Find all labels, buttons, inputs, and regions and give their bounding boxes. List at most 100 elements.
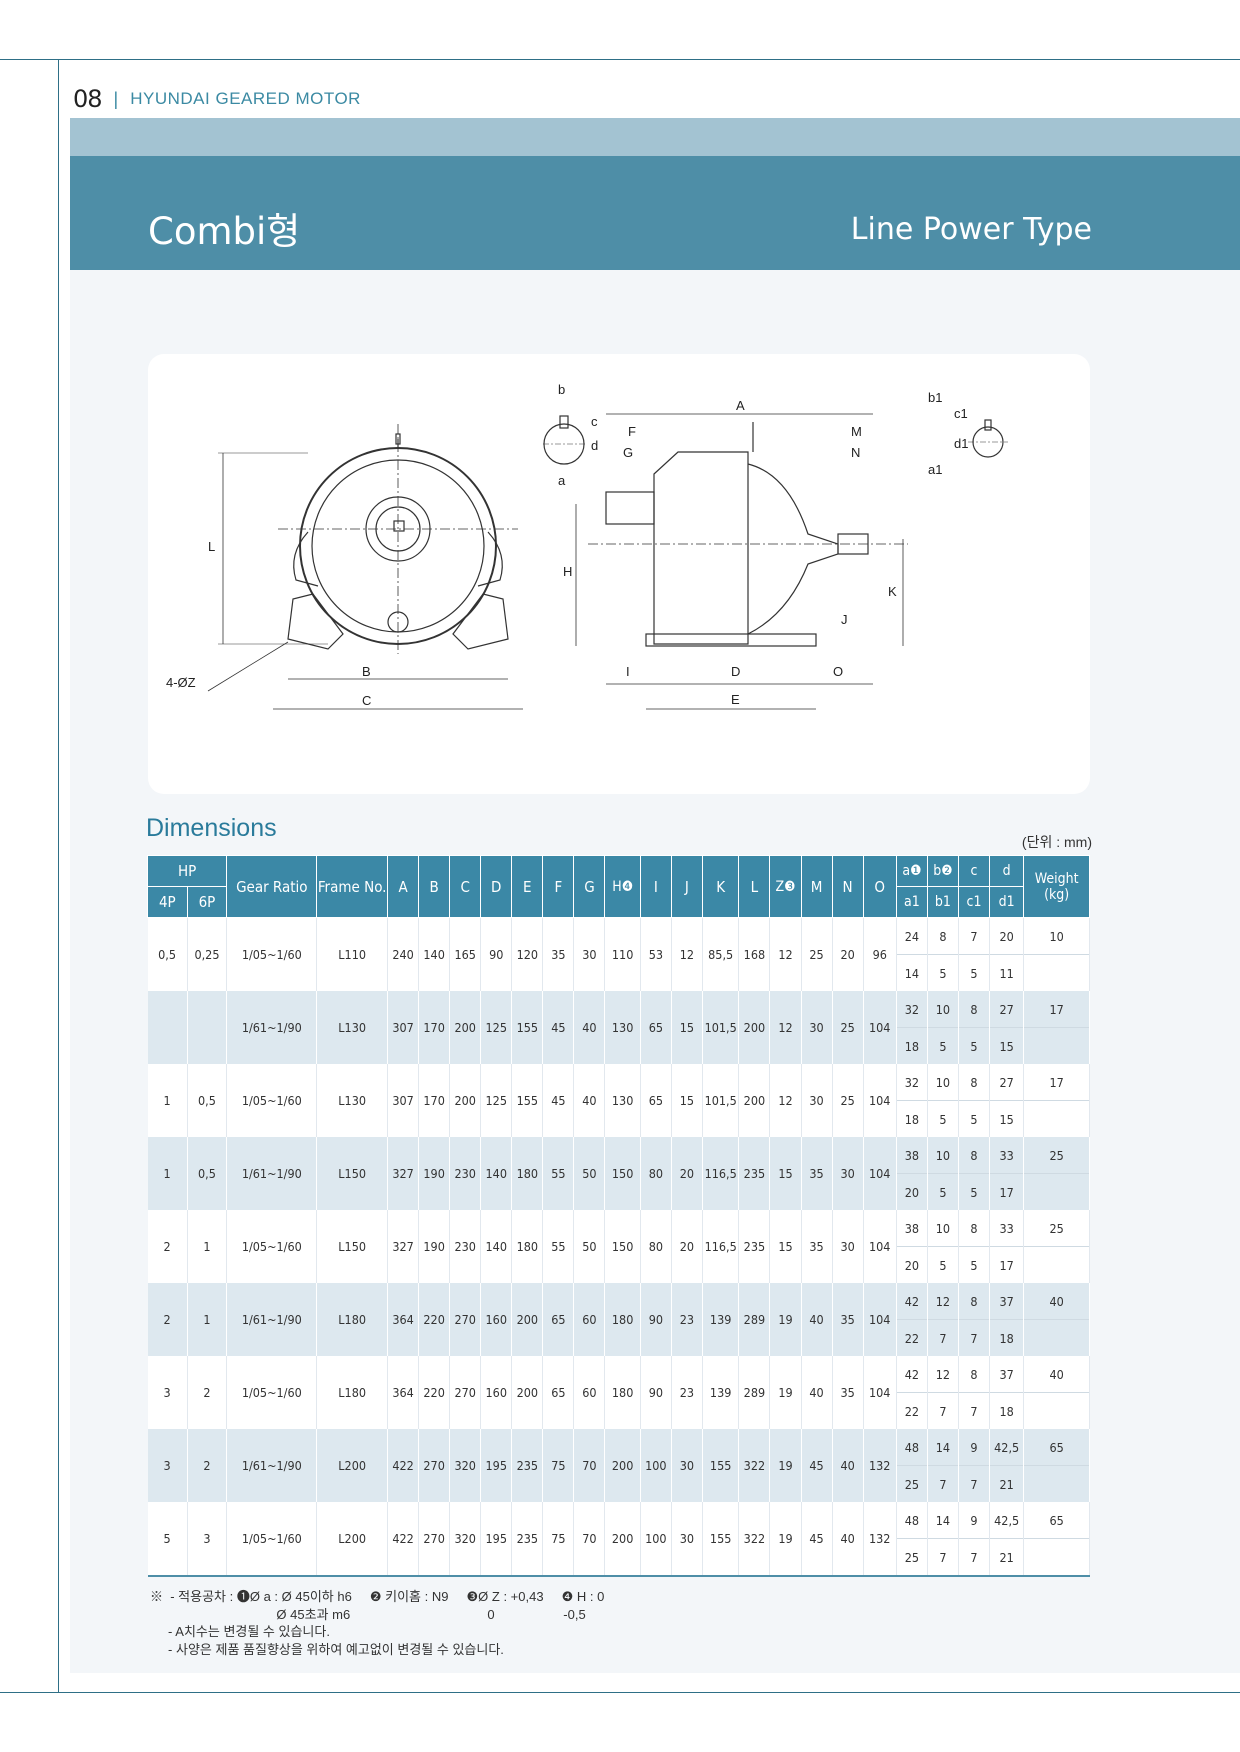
cell-shaft: 14	[927, 1502, 959, 1539]
dimensions-table: HP Gear Ratio Frame No. A B C D E F G H❹…	[146, 855, 1090, 1577]
cell-dim: 230	[449, 1210, 482, 1283]
th-col: C	[449, 855, 482, 918]
cell-shaft1: 22	[896, 1319, 928, 1356]
cell-dim: 12	[769, 991, 802, 1064]
cell-shaft1: 18	[896, 1027, 928, 1064]
cell-dim: 15	[769, 1210, 802, 1283]
cell-shaft1: 5	[958, 1246, 991, 1283]
cell-dim: 155	[511, 1064, 544, 1137]
th-col: Z❸	[769, 855, 802, 918]
cell-dim: 40	[573, 991, 606, 1064]
label-I: I	[626, 664, 630, 679]
cell-frame: L150	[316, 1210, 389, 1283]
cell-dim: 30	[832, 1137, 864, 1210]
drawing-svg: L 4-ØZ B C b c d a A F G M N H K J I D O…	[166, 382, 1008, 710]
cell-gear: 1/61~1/90	[226, 1429, 318, 1502]
cell-weight-empty	[1023, 1538, 1090, 1577]
cell-shaft1: 21	[989, 1465, 1025, 1502]
cell-dim: 139	[702, 1356, 740, 1429]
cell-weight: 17	[1023, 1064, 1090, 1101]
cell-dim: 270	[418, 1502, 451, 1577]
cell-shaft1: 5	[927, 1027, 959, 1064]
cell-6p	[187, 991, 228, 1064]
cell-weight: 25	[1023, 1137, 1090, 1174]
cell-dim: 320	[449, 1429, 482, 1502]
cell-6p: 0,5	[187, 1137, 228, 1210]
cell-dim: 327	[387, 1137, 420, 1210]
technical-drawing: L 4-ØZ B C b c d a A F G M N H K J I D O…	[148, 354, 1090, 794]
cell-dim: 289	[738, 1283, 771, 1356]
label-c: c	[591, 414, 598, 429]
th-col: M	[800, 855, 833, 918]
th-frame: Frame No.	[316, 855, 389, 918]
cell-frame: L180	[316, 1283, 389, 1356]
label-N: N	[851, 445, 860, 460]
cell-dim: 240	[387, 917, 420, 991]
cell-dim: 104	[863, 991, 897, 1064]
cell-4p: 2	[147, 1210, 188, 1283]
label-C: C	[362, 693, 371, 708]
cell-weight: 40	[1023, 1283, 1090, 1320]
cell-shaft1: 14	[896, 954, 928, 991]
cell-shaft: 7	[958, 917, 991, 955]
cell-dim: 120	[511, 917, 544, 991]
product-subtitle: Line Power Type	[850, 212, 1092, 247]
cell-dim: 200	[738, 1064, 771, 1137]
cell-dim: 90	[640, 1356, 672, 1429]
cell-dim: 65	[542, 1283, 575, 1356]
cell-dim: 125	[480, 1064, 513, 1137]
th-col: F	[542, 855, 575, 918]
cell-dim: 45	[542, 991, 575, 1064]
cell-dim: 270	[418, 1429, 451, 1502]
cell-6p: 2	[187, 1429, 228, 1502]
header-separator: |	[113, 88, 119, 109]
cell-dim: 35	[801, 1210, 833, 1283]
cell-gear: 1/05~1/60	[226, 1502, 318, 1577]
cell-dim: 320	[449, 1502, 482, 1577]
cell-shaft1: 18	[989, 1319, 1025, 1356]
cell-shaft1: 7	[958, 1538, 991, 1577]
cell-dim: 289	[738, 1356, 771, 1429]
cell-dim: 55	[542, 1210, 575, 1283]
cell-dim: 45	[542, 1064, 575, 1137]
cell-dim: 65	[640, 991, 672, 1064]
th-col: A	[387, 855, 420, 918]
cell-dim: 19	[769, 1502, 802, 1577]
cell-shaft: 10	[927, 991, 959, 1028]
cell-dim: 101,5	[702, 1064, 740, 1137]
cell-dim: 45	[801, 1502, 833, 1577]
cell-shaft: 37	[989, 1283, 1025, 1320]
th-shaft1: c1	[957, 886, 991, 918]
cell-gear: 1/05~1/60	[226, 917, 318, 991]
cell-dim: 235	[511, 1502, 544, 1577]
cell-dim: 30	[801, 1064, 833, 1137]
cell-dim: 160	[480, 1356, 513, 1429]
th-col: N	[831, 855, 864, 918]
cell-shaft1: 25	[896, 1465, 928, 1502]
th-col: B	[418, 855, 451, 918]
label-O: O	[833, 664, 843, 679]
cell-dim: 180	[604, 1356, 641, 1429]
cell-frame: L200	[316, 1429, 389, 1502]
th-col: K	[701, 855, 740, 918]
cell-dim: 53	[640, 917, 672, 991]
cell-shaft: 42,5	[989, 1502, 1025, 1539]
header-band-light	[70, 118, 1240, 156]
cell-shaft: 10	[927, 1137, 959, 1174]
cell-dim: 30	[671, 1429, 703, 1502]
label-J: J	[841, 612, 848, 627]
cell-weight-empty	[1023, 1392, 1090, 1429]
cell-shaft1: 20	[896, 1246, 928, 1283]
cell-dim: 307	[387, 991, 420, 1064]
label-K: K	[888, 584, 897, 599]
cell-dim: 130	[604, 991, 641, 1064]
label-M: M	[851, 424, 862, 439]
cell-shaft: 9	[958, 1429, 991, 1466]
cell-dim: 422	[387, 1502, 420, 1577]
cell-dim: 12	[671, 917, 703, 991]
